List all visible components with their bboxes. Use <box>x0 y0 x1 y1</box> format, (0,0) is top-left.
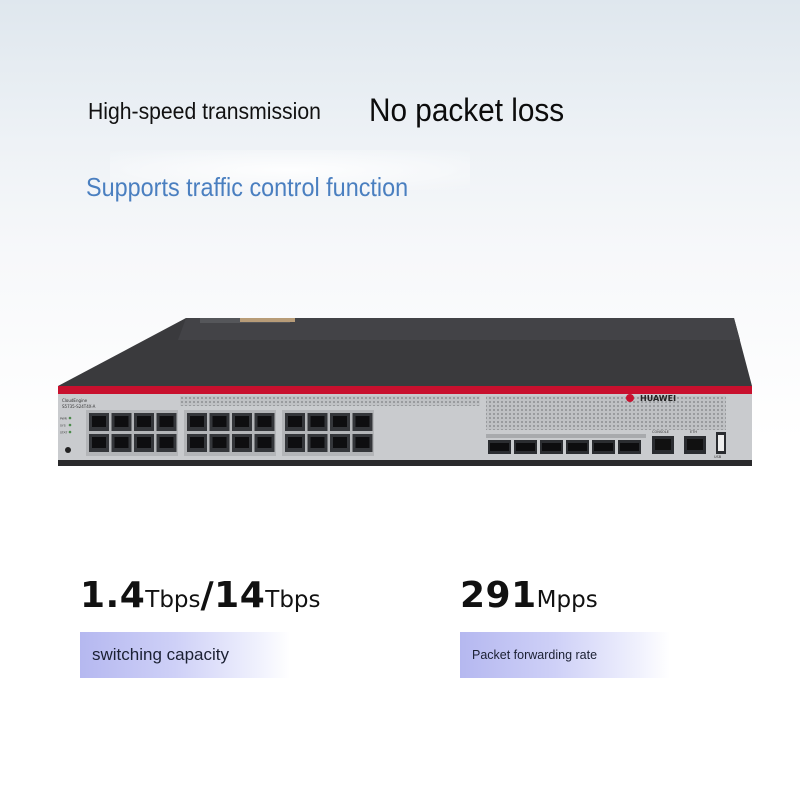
reset-button[interactable] <box>65 447 71 453</box>
spec-value: 291Mpps <box>460 578 670 614</box>
console-port-label: CONSOLE <box>652 430 669 434</box>
headline-secondary: No packet loss <box>369 92 565 128</box>
huawei-logo-icon <box>626 394 634 402</box>
switch-svg: HUAWEI CloudEngine S5735-S24T4X-A PWR SYS… <box>58 318 752 466</box>
status-led-pwr <box>68 416 72 420</box>
eth-port-label: ETH <box>690 430 697 434</box>
spec-unit: Tbps <box>145 587 201 613</box>
spec-number-2: 14 <box>214 575 266 616</box>
headline: High-speed transmission No packet loss <box>88 92 768 132</box>
spec-unit: Mpps <box>536 587 598 613</box>
switch-series-text: CloudEngine <box>62 398 88 403</box>
status-led-label: PWR <box>60 417 67 421</box>
switch-brand-text: HUAWEI <box>640 394 676 403</box>
spec-switching-capacity: 1.4Tbps/14Tbps switching capacity <box>80 578 321 678</box>
spec-number: 291 <box>460 575 537 616</box>
spec-unit-2: Tbps <box>265 587 321 613</box>
spec-separator: / <box>200 575 215 616</box>
switch-accent-stripe <box>58 386 752 394</box>
spec-forwarding-rate: 291Mpps Packet forwarding rate <box>460 578 670 678</box>
status-led-stat <box>68 430 72 434</box>
spec-label: Packet forwarding rate <box>460 632 670 678</box>
subheadline: Supports traffic control function <box>86 172 409 202</box>
switch-model-text: S5735-S24T4X-A <box>62 404 96 409</box>
spec-label: switching capacity <box>80 632 290 678</box>
status-led-label: SYS <box>60 424 66 428</box>
usb-port-label: USB <box>714 455 722 459</box>
background-glow <box>110 150 470 190</box>
spec-number: 1.4 <box>80 575 146 616</box>
network-switch-illustration: HUAWEI CloudEngine S5735-S24T4X-A PWR SYS… <box>40 300 760 500</box>
status-led-sys <box>68 423 72 427</box>
spec-value: 1.4Tbps/14Tbps <box>80 578 321 614</box>
status-led-label: STAT <box>60 431 67 435</box>
headline-primary: High-speed transmission <box>88 98 321 124</box>
